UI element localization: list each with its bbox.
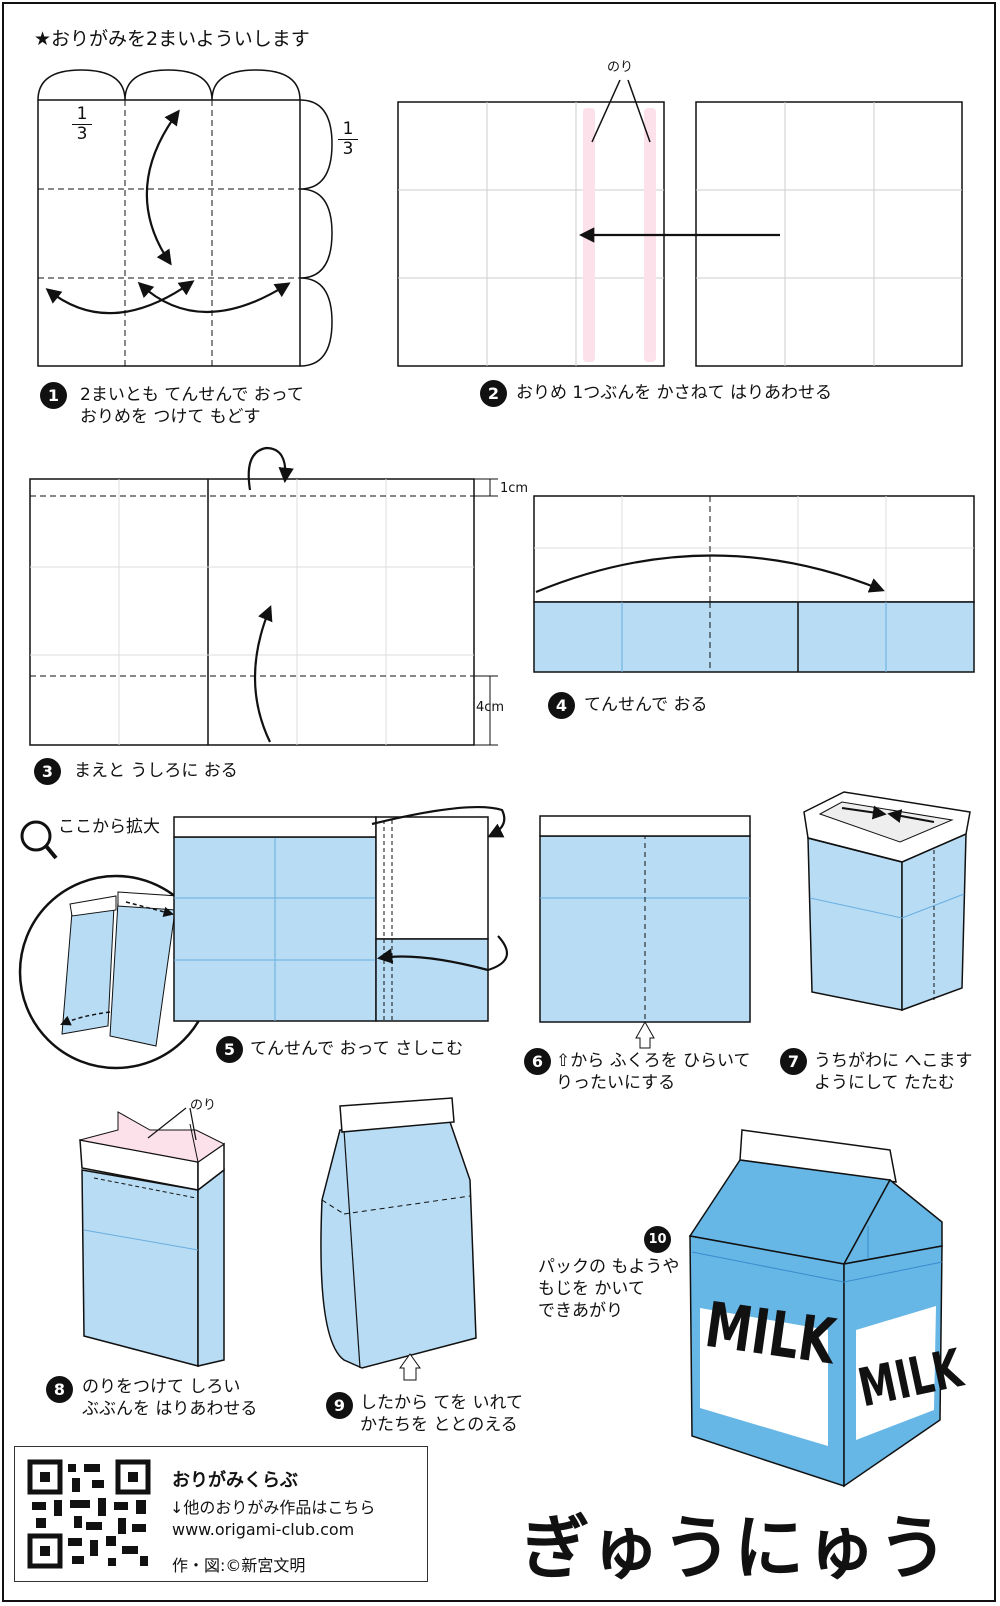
measure-4cm-label: 4cm (476, 700, 505, 715)
milk-carton-illustration: MILK MILK (688, 1129, 969, 1488)
step5-zoom-diagram (18, 820, 214, 1070)
step4-diagram (533, 495, 975, 673)
step-8-line-1: のりをつけて しろい (82, 1377, 241, 1397)
step-5-line-1: てんせんで おって さしこむ (250, 1039, 464, 1059)
step-10-line-2: もじを かいて (538, 1279, 645, 1299)
step-1-line-1: 2まいとも てんせんで おって (80, 385, 304, 405)
step-10-line-3: できあがり (538, 1301, 623, 1321)
step-3-line-1: まえと うしろに おる (74, 761, 238, 781)
step-9-line-1: したから てを いれて (360, 1393, 523, 1413)
glue-label-step2: のり (607, 60, 634, 75)
step9-diagram (320, 1097, 477, 1381)
step8-diagram (79, 1107, 225, 1367)
step-6-line-1: ⇧から ふくろを ひらいて (556, 1051, 751, 1071)
step3-diagram (29, 446, 498, 746)
credit-text: 作・図:©新宮文明 (172, 1556, 306, 1575)
step2-diagram (397, 79, 963, 367)
step7-diagram (803, 791, 971, 1012)
step-7-line-2: ようにして たたむ (814, 1073, 955, 1093)
step-7-line-1: うちがわに へこます (814, 1051, 973, 1071)
qr-code[interactable] (27, 1459, 151, 1569)
site-url-link[interactable]: www.origami-club.com (172, 1520, 355, 1539)
page-title: ぎゅうにゅう (520, 1507, 950, 1589)
step-8-line-2: ぶぶんを はりあわせる (82, 1399, 258, 1419)
step-3-number: 3 (34, 758, 61, 785)
glue-label-step8: のり (190, 1098, 217, 1113)
step-2-line-1: おりめ 1つぶんを かさねて はりあわせる (516, 383, 833, 403)
step-1-line-2: おりめを つけて もどす (80, 407, 261, 427)
step-8-number: 8 (46, 1376, 73, 1403)
footer-box (14, 1446, 428, 1582)
header-note: ★おりがみを2まいよういします (34, 28, 310, 50)
step6-diagram (539, 815, 751, 1049)
step-2-number: 2 (480, 380, 507, 407)
step-5-number: 5 (216, 1036, 243, 1063)
step-1-number: 1 (40, 382, 67, 409)
step-6-line-2: りったいにする (556, 1073, 676, 1093)
milk-front-text: MILK (701, 1289, 842, 1379)
step-4-line-1: てんせんで おる (584, 695, 708, 715)
step-6-number: 6 (524, 1048, 551, 1075)
step-10-number: 10 (644, 1226, 671, 1253)
measure-1cm-label: 1cm (500, 481, 529, 496)
step-7-number: 7 (780, 1048, 807, 1075)
step-10-line-1: パックの もようや (538, 1257, 680, 1277)
step-9-line-2: かたちを ととのえる (360, 1415, 518, 1435)
other-works-link[interactable]: ↓他のおりがみ作品はこちら (170, 1498, 376, 1517)
zoom-label: ここから拡大 (58, 817, 160, 837)
step1-diagram (37, 69, 333, 367)
step-9-number: 9 (326, 1392, 353, 1419)
step5-diagram (173, 806, 509, 1022)
step-4-number: 4 (548, 692, 575, 719)
brand-name: おりがみくらぶ (172, 1470, 298, 1491)
